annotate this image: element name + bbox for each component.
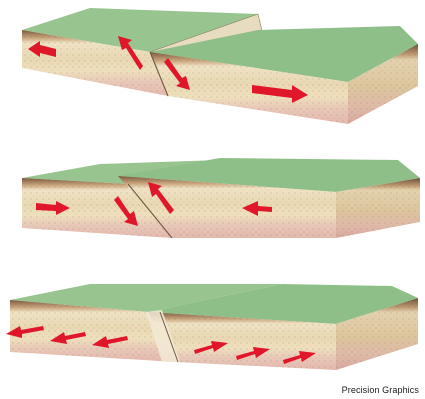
normal-fault-block <box>22 8 418 124</box>
strike-slip-fault-block <box>6 284 418 370</box>
credit-label: Precision Graphics <box>342 385 419 395</box>
reverse-fault-block <box>22 158 420 238</box>
